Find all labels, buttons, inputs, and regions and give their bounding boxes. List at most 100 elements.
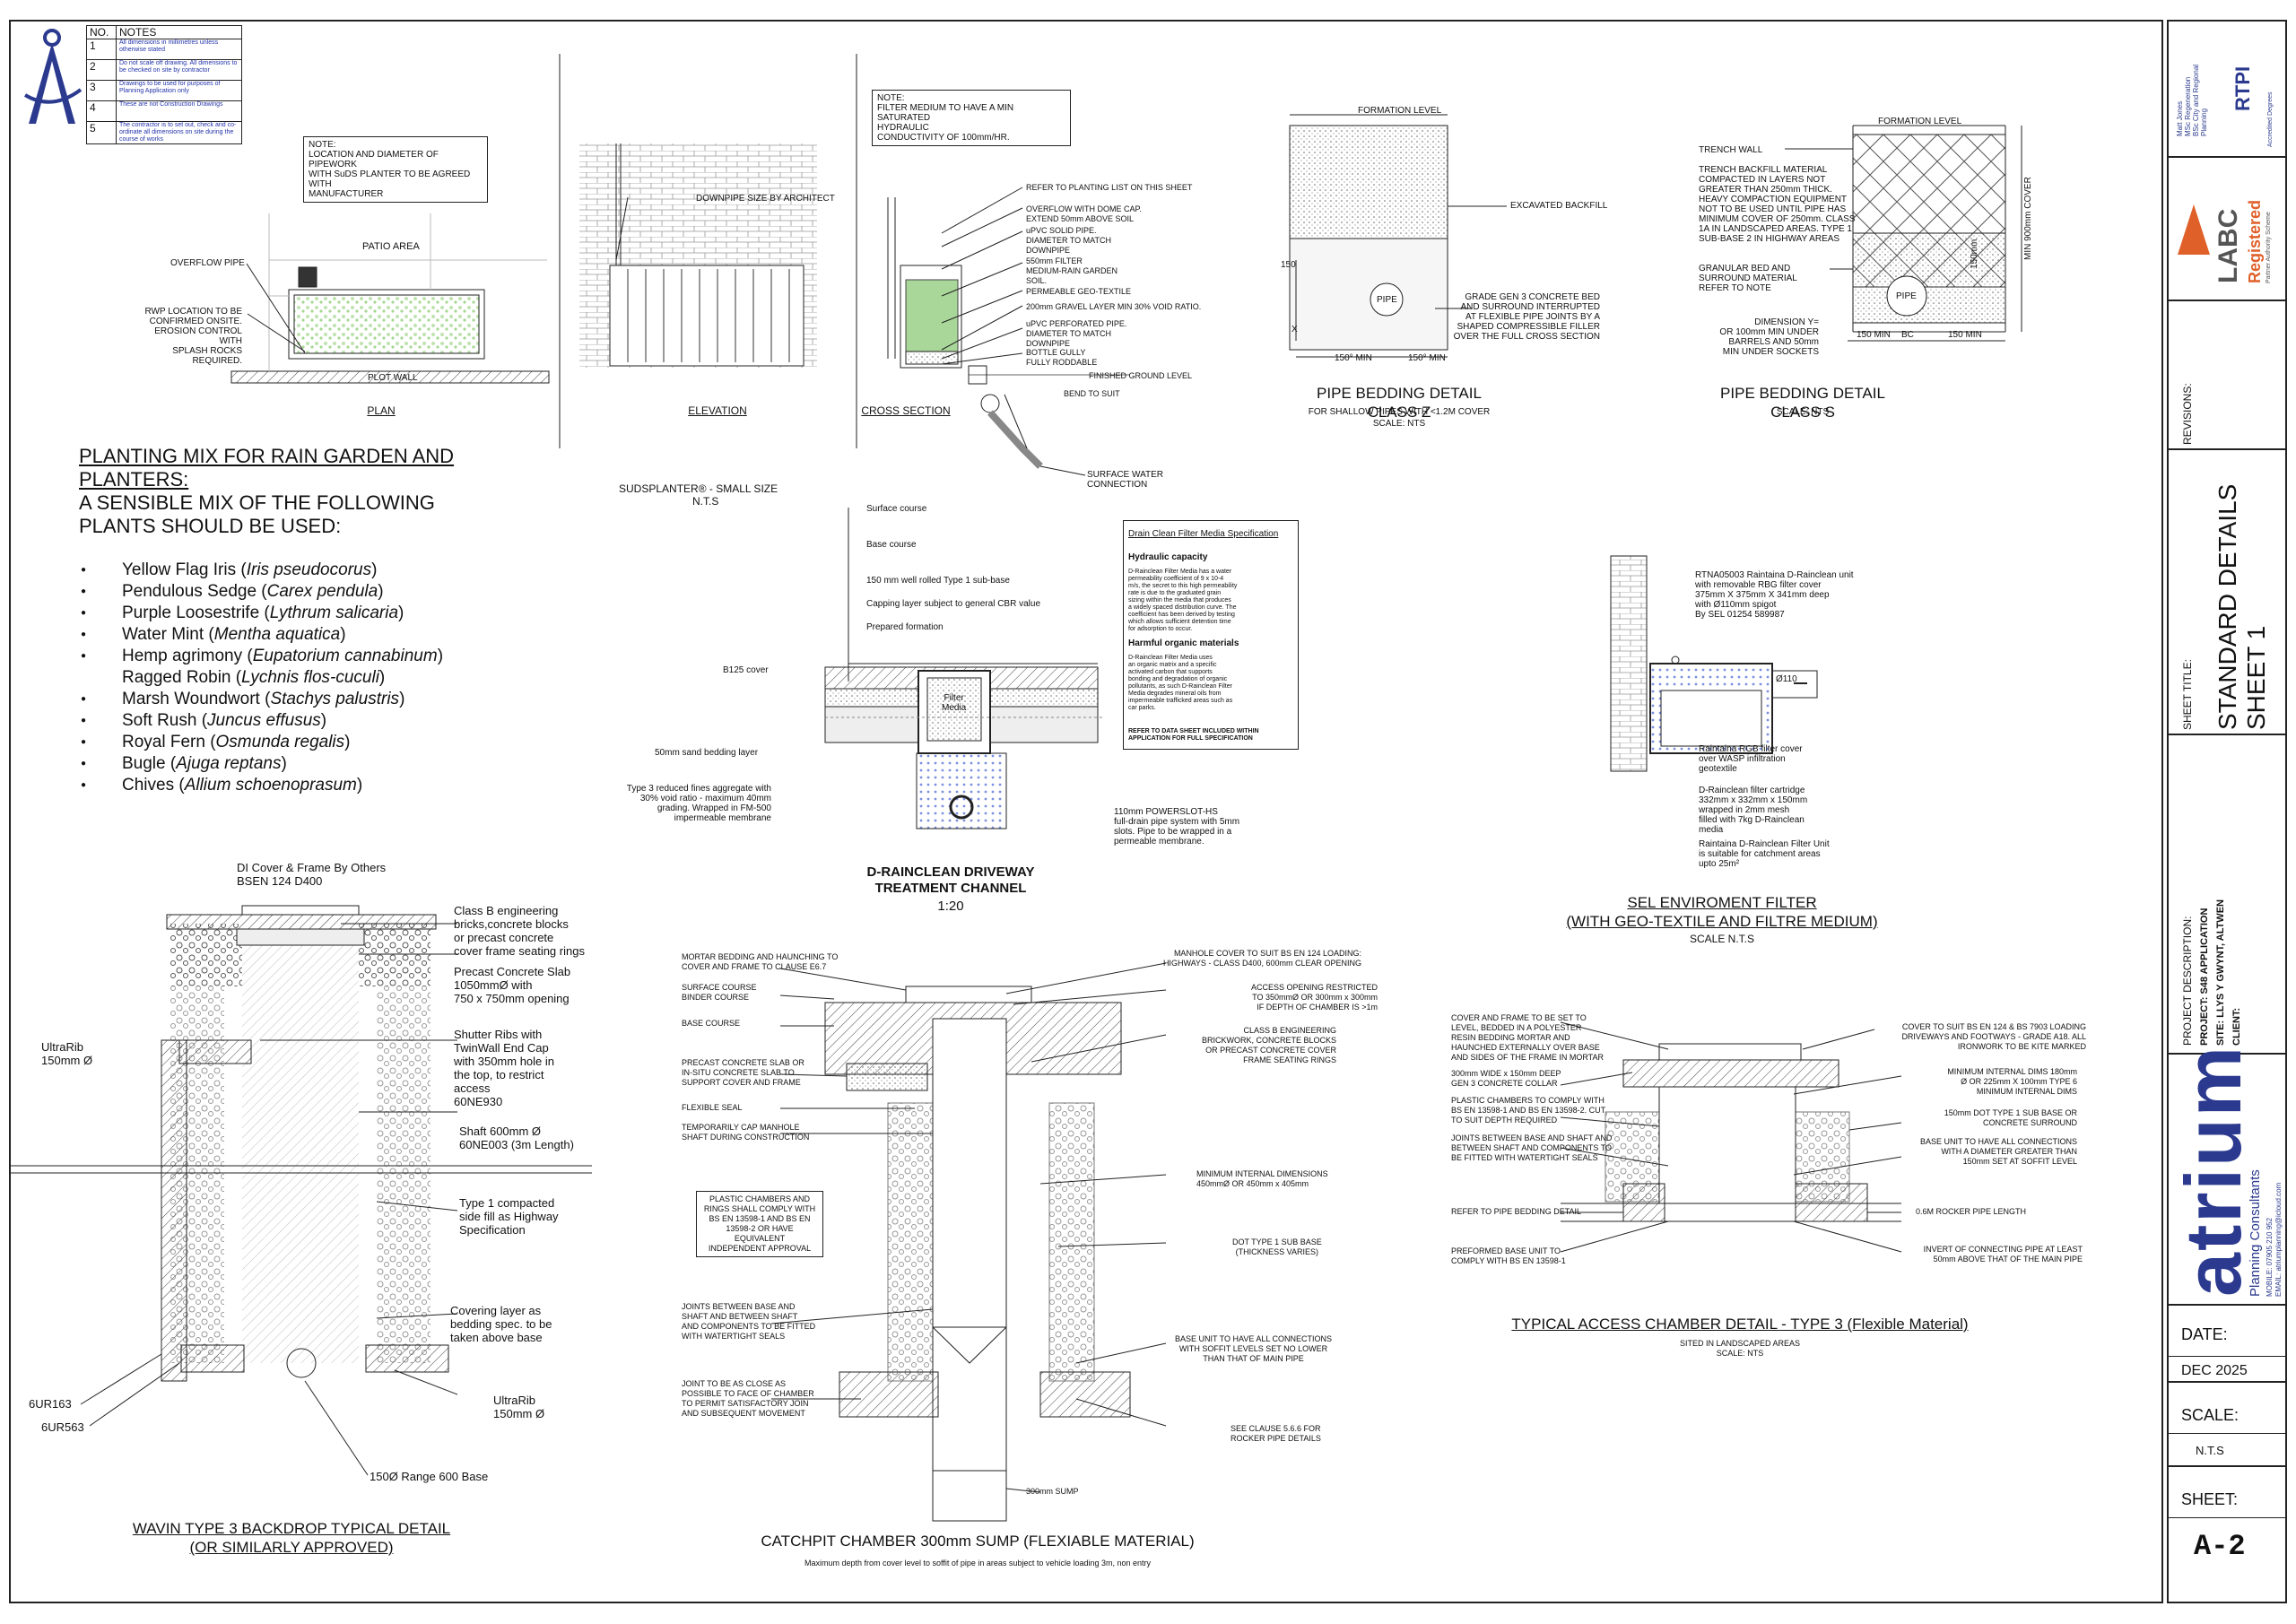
sump-label: 300mm SUMP [1026,1487,1079,1496]
wavin-title: WAVIN TYPE 3 BACKDROP TYPICAL DETAIL (OR… [132,1520,451,1556]
access-right-label: BASE UNIT TO HAVE ALL CONNECTIONS WITH A… [1919,1137,2077,1166]
plant-item: Water Mint (Mentha aquatica) [81,624,443,646]
planter-note: NOTE: LOCATION AND DIAMETER OF PIPEWORK … [303,136,488,203]
plant-common-name: Pendulous Sedge [122,582,257,601]
catchpit-right-label: MINIMUM INTERNAL DIMENSIONS 450mmØ OR 45… [1196,1169,1328,1188]
formation-level-label: FORMATION LEVEL [1358,106,1442,116]
plant-common-name: Yellow Flag Iris [122,560,237,579]
catchpit-left-label: FLEXIBLE SEAL [682,1103,743,1112]
w150-right-label: 150 MIN [1948,330,1982,340]
access-sub2: SCALE: NTS [1716,1349,1764,1358]
rtpi-logo: RTPI [2231,65,2254,111]
scale-cell: SCALE: N.T.S [2169,1381,2285,1465]
plant-common-name: Hemp agrimony [122,647,243,665]
plant-common-name: Chives [122,776,175,795]
surface-water-label: SURFACE WATER CONNECTION [1087,470,1164,490]
plant-common-name: Soft Rush [122,711,197,730]
client-value: CLIENT: [2231,1007,2242,1046]
catchpit-left-label: SURFACE COURSE [682,983,757,992]
cs-label: uPVC PERFORATED PIPE. DIAMETER TO MATCH … [1026,319,1127,348]
plant-item: Royal Fern (Osmunda regalis) [81,732,443,753]
scale-label: SCALE: [2181,1406,2239,1424]
project-cell: PROJECT DESCRIPTION: PROJECT: S48 APPLIC… [2169,734,2285,1053]
cs-label: OVERFLOW WITH DOME CAP. EXTEND 50mm ABOV… [1026,204,1142,223]
pipe-s-scale: SCALE: NTS [1776,407,1830,417]
revisions-cell: REVISIONS: [2169,300,2285,448]
plant-common-name: Royal Fern [122,733,205,751]
drainclean-title: D-RAINCLEAN DRIVEWAY TREATMENT CHANNEL [866,864,1035,896]
dim-150-label: 150 [1281,260,1296,270]
plant-item: Hemp agrimony (Eupatorium cannabinum) [81,646,443,667]
catchpit-right-label: MANHOLE COVER TO SUIT BS EN 124 LOADING:… [1162,949,1361,968]
plant-item: Chives (Allium schoenoprasum) [81,775,443,796]
cs-label: 200mm GRAVEL LAYER MIN 30% VOID RATIO. [1026,302,1202,311]
project-value: PROJECT: S48 APPLICATION [2199,908,2210,1046]
sudsplanter-nts: N.T.S [692,495,719,508]
filter-spec-h2: Harmful organic materials [1128,638,1239,648]
drawing-sheet [9,20,2163,1603]
plant-common-name: Water Mint [122,625,204,644]
labc-logo-icon [2178,204,2210,255]
catchpit-sub: Maximum depth from cover level to soffit… [804,1559,1152,1568]
6ur163-label: 6UR163 [29,1397,72,1411]
sheet-title-cell: SHEET TITLE: STANDARD DETAILS SHEET 1 [2169,448,2285,734]
filter-spec-p1: D-Rainclean Filter Media has a water per… [1128,569,1238,632]
filter-cartridge-label: D-Rainclean filter cartridge 332mm x 332… [1699,786,1808,835]
note-no: 1 [86,39,117,60]
access-right-label: COVER TO SUIT BS EN 124 & BS 7903 LOADIN… [1901,1022,2086,1051]
min-cover-label: MIN 900mm COVER [2023,177,2033,260]
date-cell: DATE: DEC 2025 [2169,1304,2285,1381]
catchpit-left-label: PRECAST CONCRETE SLAB OR IN-SITU CONCRET… [682,1058,804,1087]
note-text: All dimensions in millimetres unless oth… [116,39,242,60]
labc-registered: Registered [2246,199,2264,283]
catchpit-right-label: DOT TYPE 1 SUB BASE (THICKNESS VARIES) [1232,1238,1322,1256]
note-text: These are not Construction Drawings [116,100,242,122]
plant-item: Purple Loosestrife (Lythrum salicaria) [81,603,443,624]
sheet-cell: SHEET: A-2 [2169,1465,2285,1602]
b125-cover-label: B125 cover [723,665,769,675]
access-title: TYPICAL ACCESS CHAMBER DETAIL - TYPE 3 (… [1511,1316,1969,1333]
plant-latin-name: Osmunda regalis [215,733,345,751]
dim-x-label: X [1292,325,1298,334]
overflow-pipe-label: OVERFLOW PIPE [170,258,245,268]
rtpi-cell: Matt Jones MSc Regeneration BSc City and… [2169,22,2285,156]
note-no: 5 [86,121,117,144]
sheet-title-1: STANDARD DETAILS [2213,483,2241,730]
access-right-label: MINIMUM INTERNAL DIMS 180mm Ø OR 225mm X… [1947,1067,2077,1096]
brand-mobile: MOBILE: 07905 210 952 [2266,1217,2274,1297]
cs-label: 550mm FILTER MEDIUM-RAIN GARDEN SOIL. [1026,256,1118,285]
plot-wall-label: PLOT WALL [368,373,418,383]
access-left-label: JOINTS BETWEEN BASE AND SHAFT AND BETWEE… [1451,1133,1613,1162]
plant-item: Bugle (Ajuga reptans) [81,753,443,775]
downpipe-label: DOWNPIPE SIZE BY ARCHITECT [696,194,835,204]
catchpit-left-label: JOINTS BETWEEN BASE AND SHAFT AND BETWEE… [682,1302,816,1341]
ultrarib-right-label: UltraRib 150mm Ø [493,1394,545,1420]
cs-label: uPVC SOLID PIPE. DIAMETER TO MATCH DOWNP… [1026,226,1112,255]
trench-backfill-label: TRENCH BACKFILL MATERIAL COMPACTED IN LA… [1699,165,1856,244]
layer-label: Surface course [866,504,927,514]
pipe-bedding-z-title: PIPE BEDDING DETAIL CLASS Z [1317,385,1482,421]
atrium-logo: atrium [2169,1045,2257,1297]
catchpit-left-label: TEMPORARILY CAP MANHOLE SHAFT DURING CON… [682,1123,810,1142]
sheet-title-label: SHEET TITLE: [2181,659,2194,730]
site-value: SITE: LLYS Y GWYNT, ALTWEN [2215,899,2226,1046]
catchpit-left-label: MORTAR BEDDING AND HAUNCHING TO COVER AN… [682,952,839,971]
labc-logo: LABC [2213,208,2243,283]
catchpit-right-label: CLASS B ENGINEERING BRICKWORK, CONCRETE … [1201,1026,1336,1064]
note-text: Drawings to be used for purposes of Plan… [116,80,242,101]
filter-note: NOTE: FILTER MEDIUM TO HAVE A MIN SATURA… [872,90,1071,146]
sheet-value: A-2 [2194,1530,2246,1563]
plant-latin-name: Mentha aquatica [213,625,341,644]
catchpit-right-label: BASE UNIT TO HAVE ALL CONNECTIONS WITH S… [1175,1334,1333,1363]
date-value: DEC 2025 [2181,1363,2248,1378]
plant-item: Pendulous Sedge (Carex pendula) [81,581,443,603]
note-no: 2 [86,59,117,81]
project-desc-label: PROJECT DESCRIPTION: [2181,916,2194,1046]
plant-item: Soft Rush (Juncus effusus) [81,710,443,732]
catchpit-right-label: SEE CLAUSE 5.6.6 FOR ROCKER PIPE DETAILS [1231,1424,1321,1443]
pipe-s-label: PIPE [1896,291,1917,301]
labc-cell: LABC Registered Partner Authority Scheme [2169,156,2285,300]
access-right-label: 150mm DOT TYPE 1 SUB BASE OR CONCRETE SU… [1944,1108,2077,1127]
filter-spec-h1: Hydraulic capacity [1128,552,1208,562]
